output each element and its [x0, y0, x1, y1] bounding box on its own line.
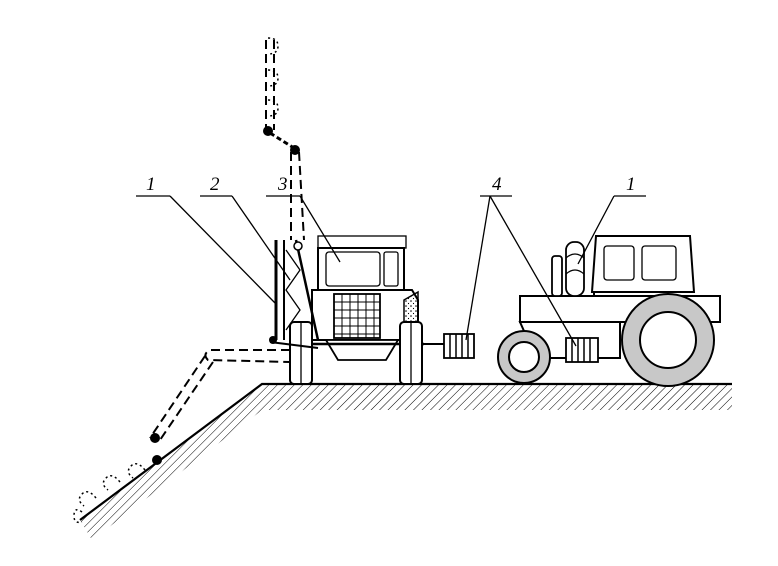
- tractor-rear-view: [269, 235, 475, 385]
- label-3: 3: [277, 174, 288, 195]
- label-1-right: 1: [626, 174, 636, 195]
- tractor-side-view: [497, 235, 721, 387]
- ground: [79, 382, 732, 540]
- label-1-left: 1: [146, 174, 156, 195]
- boom-raised-position: [263, 37, 305, 241]
- leader-lines: [136, 195, 646, 347]
- label-4: 4: [492, 174, 502, 195]
- boom-slope-position: [73, 349, 291, 524]
- label-2: 2: [210, 174, 220, 195]
